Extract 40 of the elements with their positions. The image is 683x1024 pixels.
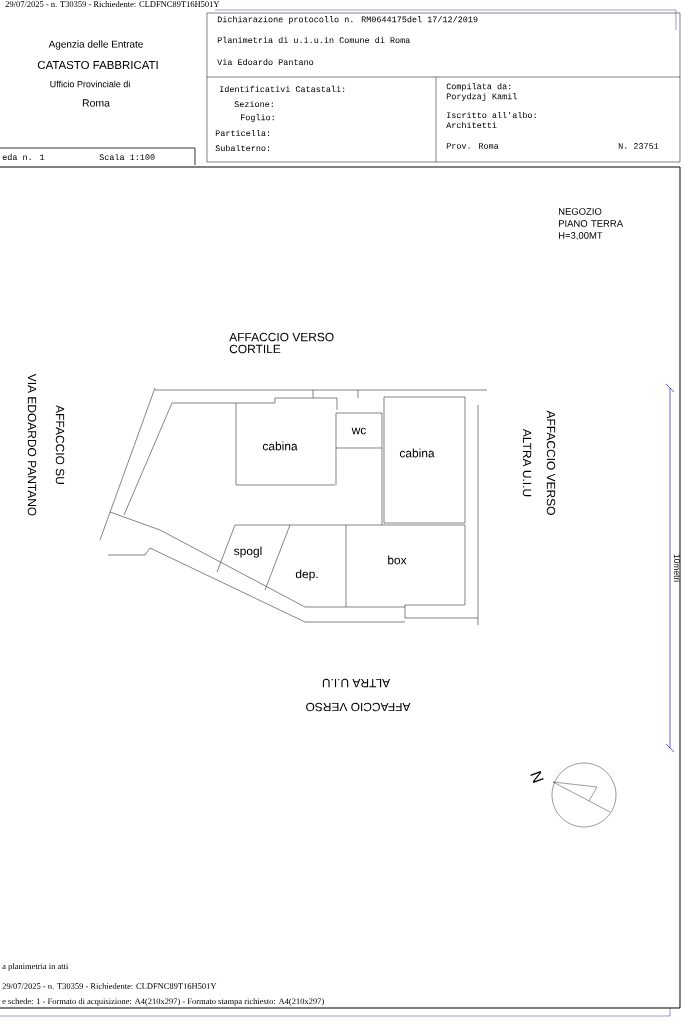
room-label: wc	[351, 427, 366, 435]
room-label: cabina	[262, 441, 298, 451]
header-text: 29/07/2025 - n. T30359 - Richiedente: CLDFNC89T16H501Y	[5, 1, 220, 7]
header-text: Foglio:	[241, 114, 274, 122]
room-label: dep.	[295, 569, 318, 581]
header-text: Compilata da:	[446, 83, 511, 91]
header-text: eda n. 1	[2, 153, 45, 161]
side-label: VIA EDOARDO PANTANO	[27, 373, 37, 516]
room-label: cabina	[399, 448, 435, 458]
header-text: Particella:	[215, 129, 269, 137]
office-name: CATASTO FABBRICATI	[37, 60, 158, 70]
side-label: ALTRA U.I.U	[322, 678, 391, 688]
north-label: N	[530, 770, 544, 784]
side-label: AFFACCIO SU	[55, 405, 65, 484]
office-name: Agenzia delle Entrate	[48, 40, 143, 50]
header-text: Iscritto all'albo:	[447, 111, 536, 119]
office-name: Roma	[82, 99, 110, 107]
header-text: Sezione:	[234, 100, 273, 108]
office-name: Ufficio Provinciale di	[50, 80, 130, 88]
header-text: Prov. Roma	[446, 143, 499, 149]
header-text: Dichiarazione protocollo n. RM0644175del 17/12/2019	[217, 16, 478, 24]
side-label: AFFACCIO VERSO	[306, 702, 411, 712]
dimension-text: 10metri	[673, 554, 681, 582]
room-label: spogl	[234, 546, 262, 558]
footer-text: e schede: 1 - Formato di acquisizione: A4(210x297) - Formato stampa richiesto: A4(210x297)	[2, 998, 324, 1006]
footer-text: 29/07/2025 - n. T30359 - Richiedente: CLDFNC89T16H501Y	[2, 983, 217, 989]
side-label: ALTRA U.I.U	[522, 428, 532, 497]
side-label: AFFACCIO VERSO CORTILE	[229, 332, 334, 354]
header-text: Architetti	[446, 121, 497, 129]
header-text: Subalterno:	[215, 144, 269, 152]
room-label: box	[388, 555, 407, 565]
header-text: N. 23751	[618, 143, 659, 149]
header-text: Identificativi Catastali:	[220, 85, 345, 93]
header-text: Porydzaj Kamil	[446, 93, 517, 101]
footer-text: a planimetria in atti	[2, 963, 69, 971]
side-label: AFFACCIO VERSO	[546, 410, 556, 515]
floor-note: NEGOZIO PIANO TERRA H=3,00MT	[558, 208, 623, 240]
header-text: Via Edoardo Pantano	[217, 58, 314, 66]
header-text: Scala 1:100	[99, 153, 155, 161]
header-text: Planimetria di u.i.u.in Comune di Roma	[217, 36, 410, 44]
